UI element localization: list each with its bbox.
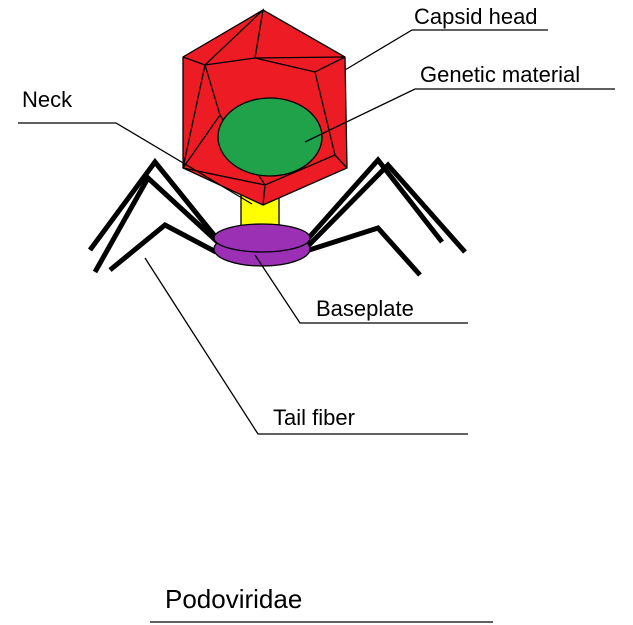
genetic-material-leader: [305, 89, 615, 142]
genetic-material-blob: [218, 98, 322, 176]
diagram-title: Podoviridae: [165, 584, 302, 614]
left-tail-fibers: [90, 162, 222, 272]
baseplate-disc: [214, 224, 310, 266]
tail-fiber-label: Tail fiber: [273, 405, 355, 430]
neck-label: Neck: [22, 87, 73, 112]
baseplate-label: Baseplate: [316, 296, 414, 321]
capsid-head-label: Capsid head: [414, 4, 538, 29]
genetic-material-label: Genetic material: [420, 62, 580, 87]
